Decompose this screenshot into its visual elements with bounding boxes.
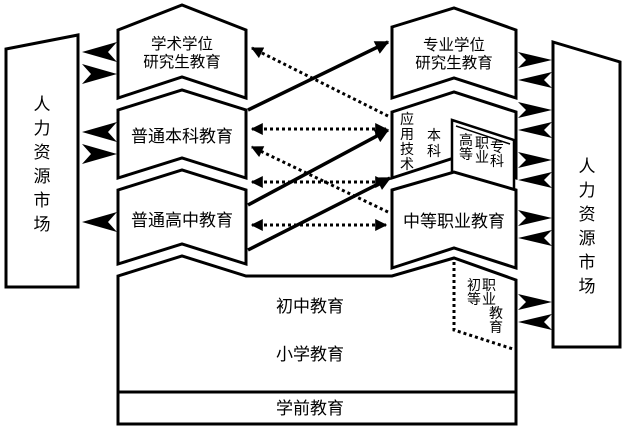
academic-grad-label-1: 学术学位	[151, 35, 213, 53]
right-market-arrows	[518, 52, 552, 330]
vertical-char: 科	[490, 154, 504, 170]
vertical-char: 等	[467, 291, 481, 308]
vertical-char: 力	[579, 181, 596, 201]
general-high-school-box: 普通高中教育	[116, 168, 248, 267]
vertical-char: 市	[579, 253, 596, 273]
vertical-char: 高	[459, 132, 473, 149]
vertical-char: 等	[459, 146, 473, 163]
academic-grad-box: 学术学位 研究生教育	[116, 3, 248, 101]
vertical-char: 资	[579, 205, 596, 225]
arrow-undergrad-to-prof-grad	[247, 40, 390, 112]
vertical-char: 资	[34, 143, 51, 163]
vertical-char: 职	[482, 278, 496, 294]
vertical-char: 专	[490, 140, 504, 156]
vertical-char: 用	[400, 127, 414, 143]
vertical-char: 人	[579, 157, 596, 177]
transfer-arrows	[247, 40, 392, 252]
left-market-arrows	[82, 42, 117, 232]
vertical-char: 初	[467, 277, 481, 294]
academic-grad-label-2: 研究生教育	[143, 53, 221, 71]
vertical-char: 源	[579, 229, 596, 249]
vertical-char: 技	[400, 142, 414, 158]
vertical-char: 科	[427, 144, 441, 160]
vertical-char: 人	[34, 95, 51, 115]
bachelor-label: 本科	[427, 128, 441, 160]
primary-label: 小学教育	[276, 345, 344, 365]
arrow-secvoc-to-undergrad	[250, 145, 389, 214]
vertical-char: 源	[34, 167, 51, 187]
vertical-char: 术	[400, 157, 414, 173]
vertical-char: 育	[489, 320, 503, 336]
secondary-voc-box: 中等职业教育	[390, 170, 518, 271]
vertical-char: 市	[34, 191, 51, 211]
vertical-char: 本	[427, 128, 441, 144]
vertical-char: 业	[475, 150, 489, 166]
arrow-highschool-to-applied	[247, 128, 390, 207]
vertical-char: 力	[34, 119, 51, 139]
junior-high-label: 初中教育	[276, 297, 344, 317]
professional-grad-box: 专业学位 研究生教育	[390, 6, 518, 101]
secondary-voc-label: 中等职业教育	[403, 212, 505, 232]
professional-grad-label-1: 专业学位	[423, 36, 485, 54]
preschool-label: 学前教育	[276, 399, 344, 419]
junior-voc-border	[452, 262, 517, 352]
vertical-char: 职	[475, 136, 489, 152]
arrow-highschool-to-higher-voc	[247, 176, 392, 252]
general-high-school-label: 普通高中教育	[131, 211, 233, 231]
vertical-char: 业	[482, 292, 496, 308]
arrow-applied-to-academic-grad	[250, 46, 389, 118]
vertical-char: 场	[34, 215, 51, 235]
vertical-char: 应	[400, 111, 414, 128]
vertical-char: 教	[489, 306, 503, 322]
general-undergrad-box: 普通本科教育	[116, 88, 248, 181]
vertical-char: 场	[579, 277, 596, 297]
general-undergrad-label: 普通本科教育	[131, 127, 233, 147]
professional-grad-label-2: 研究生教育	[415, 54, 493, 72]
